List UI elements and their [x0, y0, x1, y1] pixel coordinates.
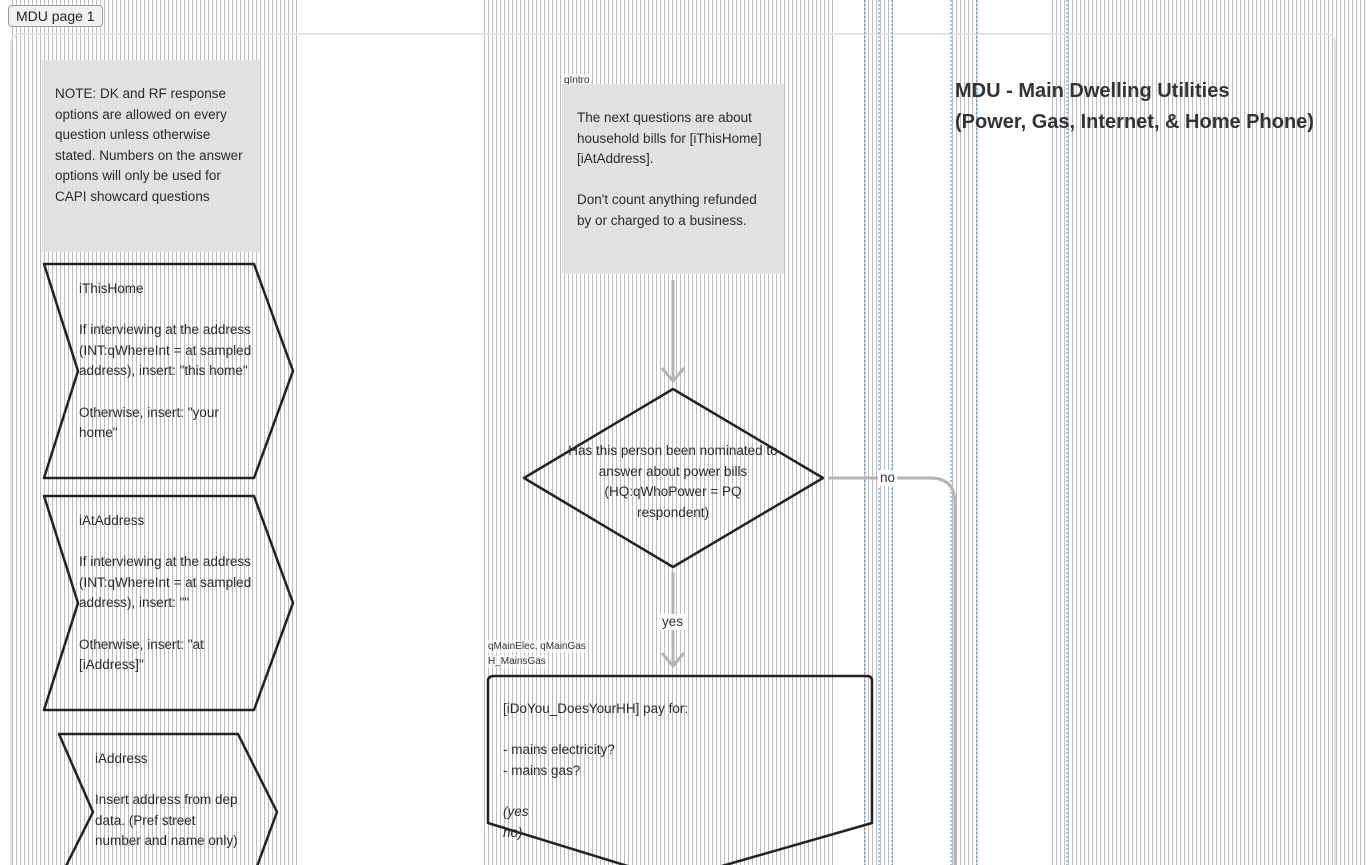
note-box[interactable]: NOTE: DK and RF response options are all… — [42, 60, 260, 252]
intro-para-1: The next questions are about household b… — [577, 110, 762, 167]
arrowhead — [660, 367, 686, 384]
question-shape — [486, 674, 874, 865]
decision-shape — [522, 387, 825, 569]
intro-label: qIntro — [564, 74, 590, 87]
question-item-1: - mains electricity? — [503, 742, 615, 758]
note-text: NOTE: DK and RF response options are all… — [55, 86, 243, 204]
question-option-1: (yes — [503, 803, 529, 819]
canvas-gap — [834, 0, 864, 865]
question-option-2: no) — [503, 824, 523, 840]
iaddress-name: iAddress — [95, 751, 148, 766]
iataddress-rule: If interviewing at the address (INT:qWhe… — [79, 554, 252, 611]
page-tab[interactable]: MDU page 1 — [8, 5, 103, 27]
iataddress-otherwise: Otherwise, insert: "at [iAddress]" — [79, 636, 204, 673]
iaddress-rule: Insert address from dep data. (Pref stre… — [95, 792, 238, 849]
intro-para-2: Don't count anything refunded by or char… — [577, 192, 757, 228]
page-title-line-2: (Power, Gas, Internet, & Home Phone) — [955, 111, 1314, 133]
page-title: MDU - Main Dwelling Utilities (Power, Ga… — [955, 76, 1314, 138]
connector-no — [829, 476, 957, 865]
ithishome-otherwise: Otherwise, insert: "your home" — [79, 404, 219, 441]
iataddress-name: iAtAddress — [79, 513, 145, 528]
iataddress-text[interactable]: iAtAddress If interviewing at the addres… — [79, 511, 254, 676]
page-title-line-1: MDU - Main Dwelling Utilities — [955, 80, 1230, 102]
intro-box[interactable]: The next questions are about household b… — [562, 84, 784, 274]
canvas-gap — [980, 0, 1050, 865]
iataddress-shape — [42, 494, 295, 712]
ithishome-shape — [42, 262, 295, 480]
canvas-gap — [300, 0, 482, 865]
canvas-margin — [0, 0, 10, 865]
ithishome-rule: If interviewing at the address (INT:qWhe… — [79, 322, 252, 379]
question-stem: [iDoYou_DoesYourHH] pay for: — [503, 701, 689, 716]
iaddress-shape — [57, 732, 279, 865]
canvas-gap — [894, 0, 950, 865]
question-label-1: qMainElec, qMainGas — [488, 640, 586, 653]
arrowhead — [660, 652, 686, 669]
question-item-2: - mains gas? — [503, 762, 581, 778]
page-frame — [10, 33, 1336, 865]
question-label-2: H_MainsGas — [488, 655, 546, 668]
no-label: no — [878, 470, 898, 486]
question-text[interactable]: [iDoYou_DoesYourHH] pay for: - mains ele… — [503, 699, 853, 843]
yes-label: yes — [660, 614, 686, 630]
ithishome-text[interactable]: iThisHome If interviewing at the address… — [79, 279, 254, 444]
ithishome-name: iThisHome — [79, 281, 144, 296]
decision-text[interactable]: Has this person been nominated to answer… — [568, 443, 778, 520]
iaddress-text[interactable]: iAddress Insert address from dep data. (… — [95, 749, 245, 852]
